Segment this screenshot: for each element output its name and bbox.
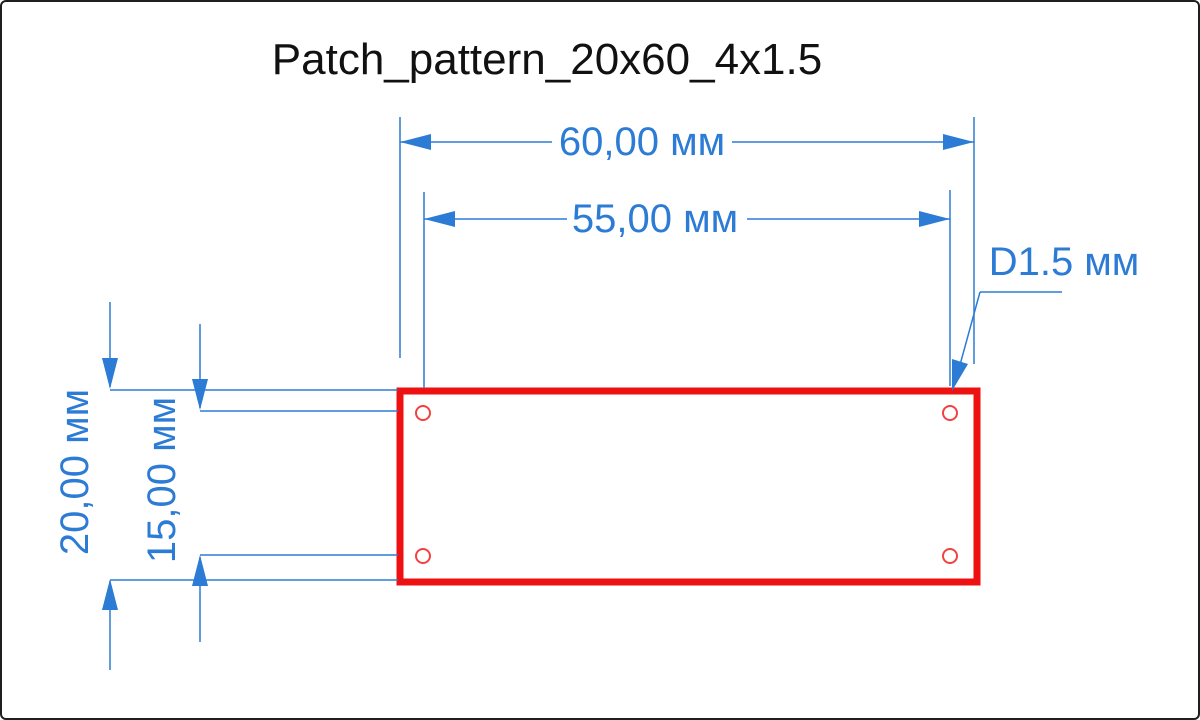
hole-bottom-left xyxy=(415,548,431,564)
dim-hole-spacing-x-label: 55,00 мм xyxy=(571,197,739,241)
dim-15-arrow-bottom xyxy=(192,555,208,586)
patch-outline-group xyxy=(396,387,981,586)
dim-overall-height-group xyxy=(102,302,398,670)
dim-15-arrow-top xyxy=(192,379,208,410)
dim-overall-width-group xyxy=(399,117,975,364)
dim-hole-spacing-x-group xyxy=(423,190,951,388)
dim-hole-spacing-y-group xyxy=(192,324,398,642)
hole-top-left xyxy=(415,405,431,421)
dim-width-arrow-right xyxy=(943,134,974,150)
leader-arrow xyxy=(952,359,968,391)
dim-width-label: 60,00 мм xyxy=(558,120,726,164)
dim-width-arrow-left xyxy=(400,134,431,150)
dim-height-label: 20,00 мм xyxy=(53,388,97,556)
dim-hole-spacing-y-label: 15,00 мм xyxy=(140,396,184,564)
hole-diameter-label: D1.5 мм xyxy=(988,240,1140,284)
dim-55-arrow-left xyxy=(424,211,455,227)
dim-55-arrow-right xyxy=(919,211,950,227)
dim-20-arrow-top xyxy=(102,358,118,389)
drawing-title: Patch_pattern_20x60_4x1.5 xyxy=(271,35,823,84)
hole-top-right xyxy=(942,405,958,421)
patch-outline xyxy=(396,387,981,586)
hole-diameter-leader-group xyxy=(952,291,1062,391)
dim-20-arrow-bottom xyxy=(102,579,118,610)
hole-bottom-right xyxy=(942,548,958,564)
